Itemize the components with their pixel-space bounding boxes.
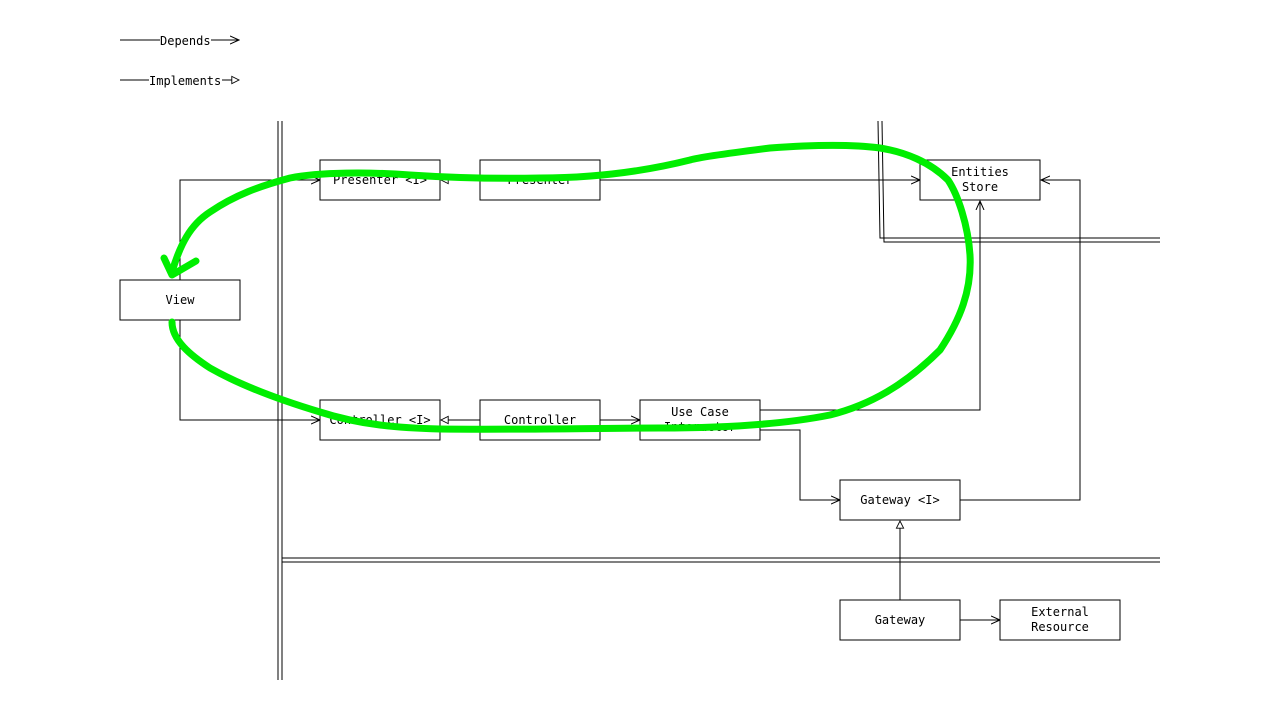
node-view[interactable]: View [119, 279, 241, 321]
node-entities-store-label-line1: Entities [951, 165, 1009, 179]
edge-view-to-controller-interface [179, 320, 320, 420]
node-gateway[interactable]: Gateway [839, 599, 961, 641]
node-gateway-label: Gateway [875, 613, 926, 627]
edge-interactor-to-gateway-interface [760, 429, 840, 500]
node-controller[interactable]: Controller [479, 399, 601, 441]
node-gateway-interface-label: Gateway <I> [860, 493, 939, 507]
control-flow-highlight-arrowhead [160, 254, 200, 279]
node-controller-label: Controller [504, 413, 576, 427]
edge-interactor-to-entities-store [760, 201, 980, 411]
legend: Depends Implements [120, 34, 239, 88]
control-flow-highlight-loop [168, 141, 974, 433]
node-use-case-interactor-label-line1: Use Case [671, 405, 729, 419]
edge-view-to-presenter-interface [179, 180, 320, 280]
control-flow-highlight [160, 141, 974, 433]
boundary-top-right-outer [877, 120, 1160, 239]
node-external-resource-label-line2: Resource [1031, 620, 1089, 634]
node-gateway-interface[interactable]: Gateway <I> [839, 479, 961, 521]
node-entities-store[interactable]: Entities Store [919, 159, 1041, 201]
legend-implements-label: Implements [149, 74, 221, 88]
edges [179, 180, 1081, 620]
node-use-case-interactor[interactable]: Use Case Interactor [639, 399, 761, 441]
node-external-resource-label-line1: External [1031, 605, 1089, 619]
node-entities-store-label-line2: Store [962, 180, 998, 194]
boundary-top-right-inner [881, 120, 1160, 243]
legend-depends-label: Depends [160, 34, 211, 48]
node-view-label: View [166, 293, 196, 307]
node-external-resource[interactable]: External Resource [999, 599, 1121, 641]
node-presenter-interface[interactable]: Presenter <I> [319, 159, 441, 201]
edge-gateway-interface-to-entities-store [960, 180, 1081, 501]
